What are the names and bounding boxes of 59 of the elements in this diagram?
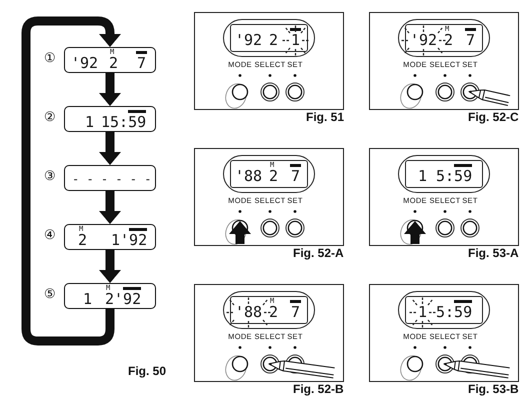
lcd-digits: 5:59 xyxy=(436,169,472,184)
lcd-display xyxy=(64,106,156,132)
display-window xyxy=(398,155,490,193)
lcd-digits: '88 xyxy=(235,305,262,320)
lcd-display xyxy=(64,47,156,73)
lcd-display xyxy=(64,283,156,309)
lcd-digits: 2 xyxy=(109,56,118,71)
figure-caption: Fig. 52-B xyxy=(293,383,344,395)
device-panel xyxy=(194,12,344,110)
figure-caption: Fig. 52-A xyxy=(293,247,344,259)
lcd-digits: 2 xyxy=(78,233,88,248)
figure-caption: Fig. 52-C xyxy=(468,111,519,123)
step-number: ① xyxy=(44,52,56,65)
lcd-digits: 7 xyxy=(137,56,146,71)
lcd-digits: - - - - - - xyxy=(72,173,152,185)
device-panel xyxy=(194,148,344,246)
lcd-digits: 7 xyxy=(291,169,300,184)
display-window xyxy=(223,155,315,193)
lcd-digits: 7 xyxy=(291,305,300,320)
lcd-digits: 2 xyxy=(444,33,454,48)
step-number: ③ xyxy=(44,170,56,183)
display-window xyxy=(223,19,315,57)
device-panel xyxy=(194,284,344,382)
lcd-digits: 1 xyxy=(418,169,428,184)
lcd-digits: 7 xyxy=(466,33,476,48)
lcd-digits: 1 xyxy=(418,305,428,320)
step-number: ② xyxy=(44,111,56,124)
device-panel xyxy=(369,12,519,110)
lcd-digits: 1 xyxy=(83,292,92,307)
lcd-digits: 1 xyxy=(85,115,94,130)
lcd-display xyxy=(64,224,156,250)
arrow xyxy=(99,250,121,283)
lcd-digits: 5:59 xyxy=(436,305,472,320)
lcd-digits: '92 xyxy=(235,33,262,48)
lcd-display xyxy=(64,165,156,191)
lcd-digits: 2 xyxy=(269,169,278,184)
display-window xyxy=(398,291,490,329)
lcd-digits: 2 xyxy=(269,305,278,320)
figure-caption: Fig. 53-A xyxy=(468,247,519,259)
lcd-digits: '88 xyxy=(235,169,262,184)
lcd-digits: 1 xyxy=(291,33,300,48)
lcd-digits: '92 xyxy=(410,33,438,48)
lcd-digits: '92 xyxy=(71,56,98,71)
lcd-digits: 15:59 xyxy=(101,115,146,130)
figure-caption: Fig. 50 xyxy=(128,365,166,377)
device-panel xyxy=(369,284,519,382)
display-window xyxy=(398,19,490,57)
figure-caption: Fig. 53-B xyxy=(468,383,519,395)
step-number: ⑤ xyxy=(44,288,56,301)
display-window xyxy=(223,291,315,329)
arrow xyxy=(99,132,121,165)
figure-caption: Fig. 51 xyxy=(306,111,344,123)
lcd-digits: 2 xyxy=(269,33,278,48)
step-number: ④ xyxy=(44,229,56,242)
device-panel xyxy=(369,148,519,246)
lcd-digits: 1'92 xyxy=(111,233,148,248)
arrow xyxy=(99,73,121,106)
lcd-digits: 2'92 xyxy=(105,292,142,307)
arrow xyxy=(99,191,121,224)
